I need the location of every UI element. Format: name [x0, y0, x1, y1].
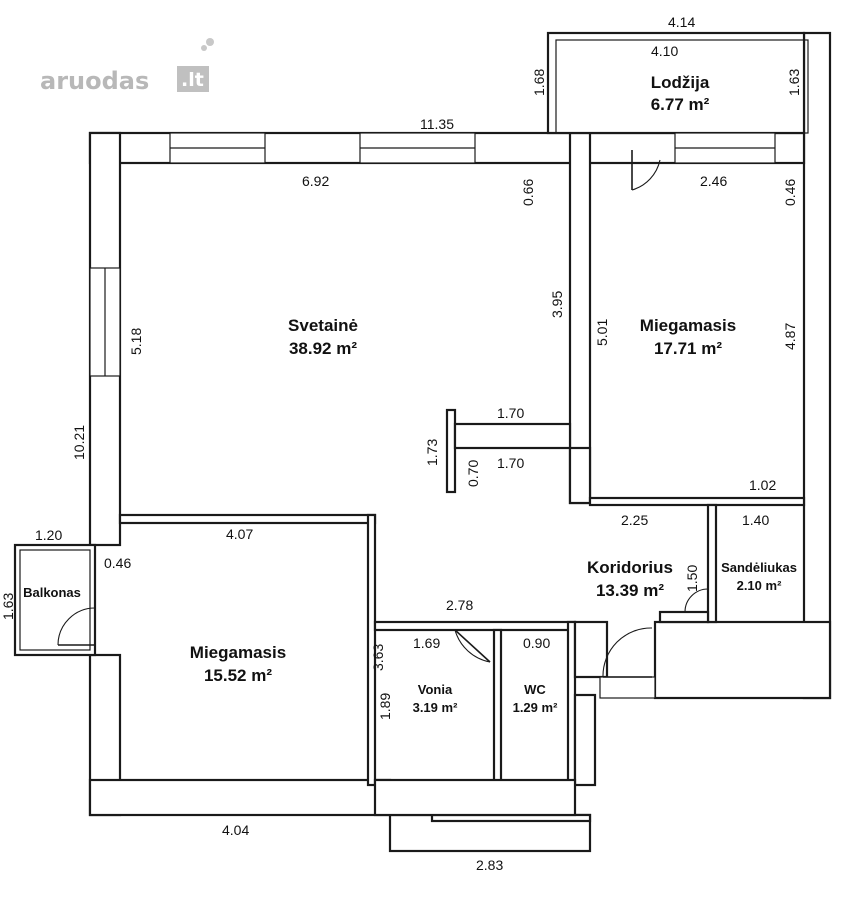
dim-1-50: 1.50	[684, 565, 700, 592]
storage-name: Sandėliukas	[721, 560, 797, 575]
loggia-name: Lodžija	[651, 73, 710, 92]
dim-1-70-upper: 1.70	[497, 405, 524, 421]
dim-1-20: 1.20	[35, 527, 62, 543]
dim-2-46: 2.46	[700, 173, 727, 189]
doors	[57, 150, 709, 678]
dim-2-78: 2.78	[446, 597, 473, 613]
room-labels: Svetainė 38.92 m² Miegamasis 17.71 m² Lo…	[23, 73, 797, 715]
dim-1-69: 1.69	[413, 635, 440, 651]
loggia	[546, 31, 809, 135]
dim-1-63-loggia: 1.63	[786, 69, 802, 96]
dim-1-02: 1.02	[749, 477, 776, 493]
bedroom2-area: 15.52 m²	[204, 666, 272, 685]
logo-suffix: .lt	[181, 69, 204, 91]
living-room-name: Svetainė	[288, 316, 358, 335]
dim-1-70-lower: 1.70	[497, 455, 524, 471]
dim-0-66: 0.66	[520, 179, 536, 206]
dim-1-89: 1.89	[377, 693, 393, 720]
dim-4-07: 4.07	[226, 526, 253, 542]
dim-11-35: 11.35	[420, 116, 454, 132]
living-room-area: 38.92 m²	[289, 339, 357, 358]
dim-1-68: 1.68	[531, 69, 547, 96]
bath-name: Vonia	[418, 682, 453, 697]
dim-5-01: 5.01	[594, 319, 610, 346]
bath-area: 3.19 m²	[413, 700, 458, 715]
dim-0-90: 0.90	[523, 635, 550, 651]
dim-10-21: 10.21	[71, 425, 87, 460]
windows	[89, 132, 776, 699]
corridor-area: 13.39 m²	[596, 581, 664, 600]
dim-1-40: 1.40	[742, 512, 769, 528]
dim-4-14: 4.14	[668, 14, 695, 30]
dim-4-04: 4.04	[222, 822, 249, 838]
corridor-name: Koridorius	[587, 558, 673, 577]
dim-6-92: 6.92	[302, 173, 329, 189]
dim-0-70: 0.70	[465, 460, 481, 487]
bedroom2-name: Miegamasis	[190, 643, 286, 662]
logo-text: aruodas	[40, 67, 149, 95]
loggia-area: 6.77 m²	[651, 95, 710, 114]
wc-name: WC	[524, 682, 546, 697]
dim-0-46-balcony: 0.46	[104, 555, 131, 571]
storage-area: 2.10 m²	[737, 578, 782, 593]
walls	[88, 31, 832, 853]
dim-4-10: 4.10	[651, 43, 678, 59]
dim-4-87: 4.87	[782, 323, 798, 350]
dim-1-63-balcony: 1.63	[0, 593, 16, 620]
dim-2-25: 2.25	[621, 512, 648, 528]
dim-5-18: 5.18	[128, 328, 144, 355]
dim-0-46-top: 0.46	[782, 179, 798, 206]
dim-3-95: 3.95	[549, 291, 565, 318]
balcony	[13, 543, 97, 657]
aruodas-logo: aruodas .lt	[40, 38, 214, 95]
dim-1-73: 1.73	[424, 439, 440, 466]
dimensions: 4.14 4.10 1.68 1.63 11.35 6.92 0.66 2.46…	[0, 14, 802, 873]
wc-area: 1.29 m²	[513, 700, 558, 715]
logo-house-icon	[177, 66, 209, 92]
dim-2-83: 2.83	[476, 857, 503, 873]
dim-3-63: 3.63	[370, 644, 386, 671]
bedroom1-name: Miegamasis	[640, 316, 736, 335]
balcony-name: Balkonas	[23, 585, 81, 600]
bedroom1-area: 17.71 m²	[654, 339, 722, 358]
